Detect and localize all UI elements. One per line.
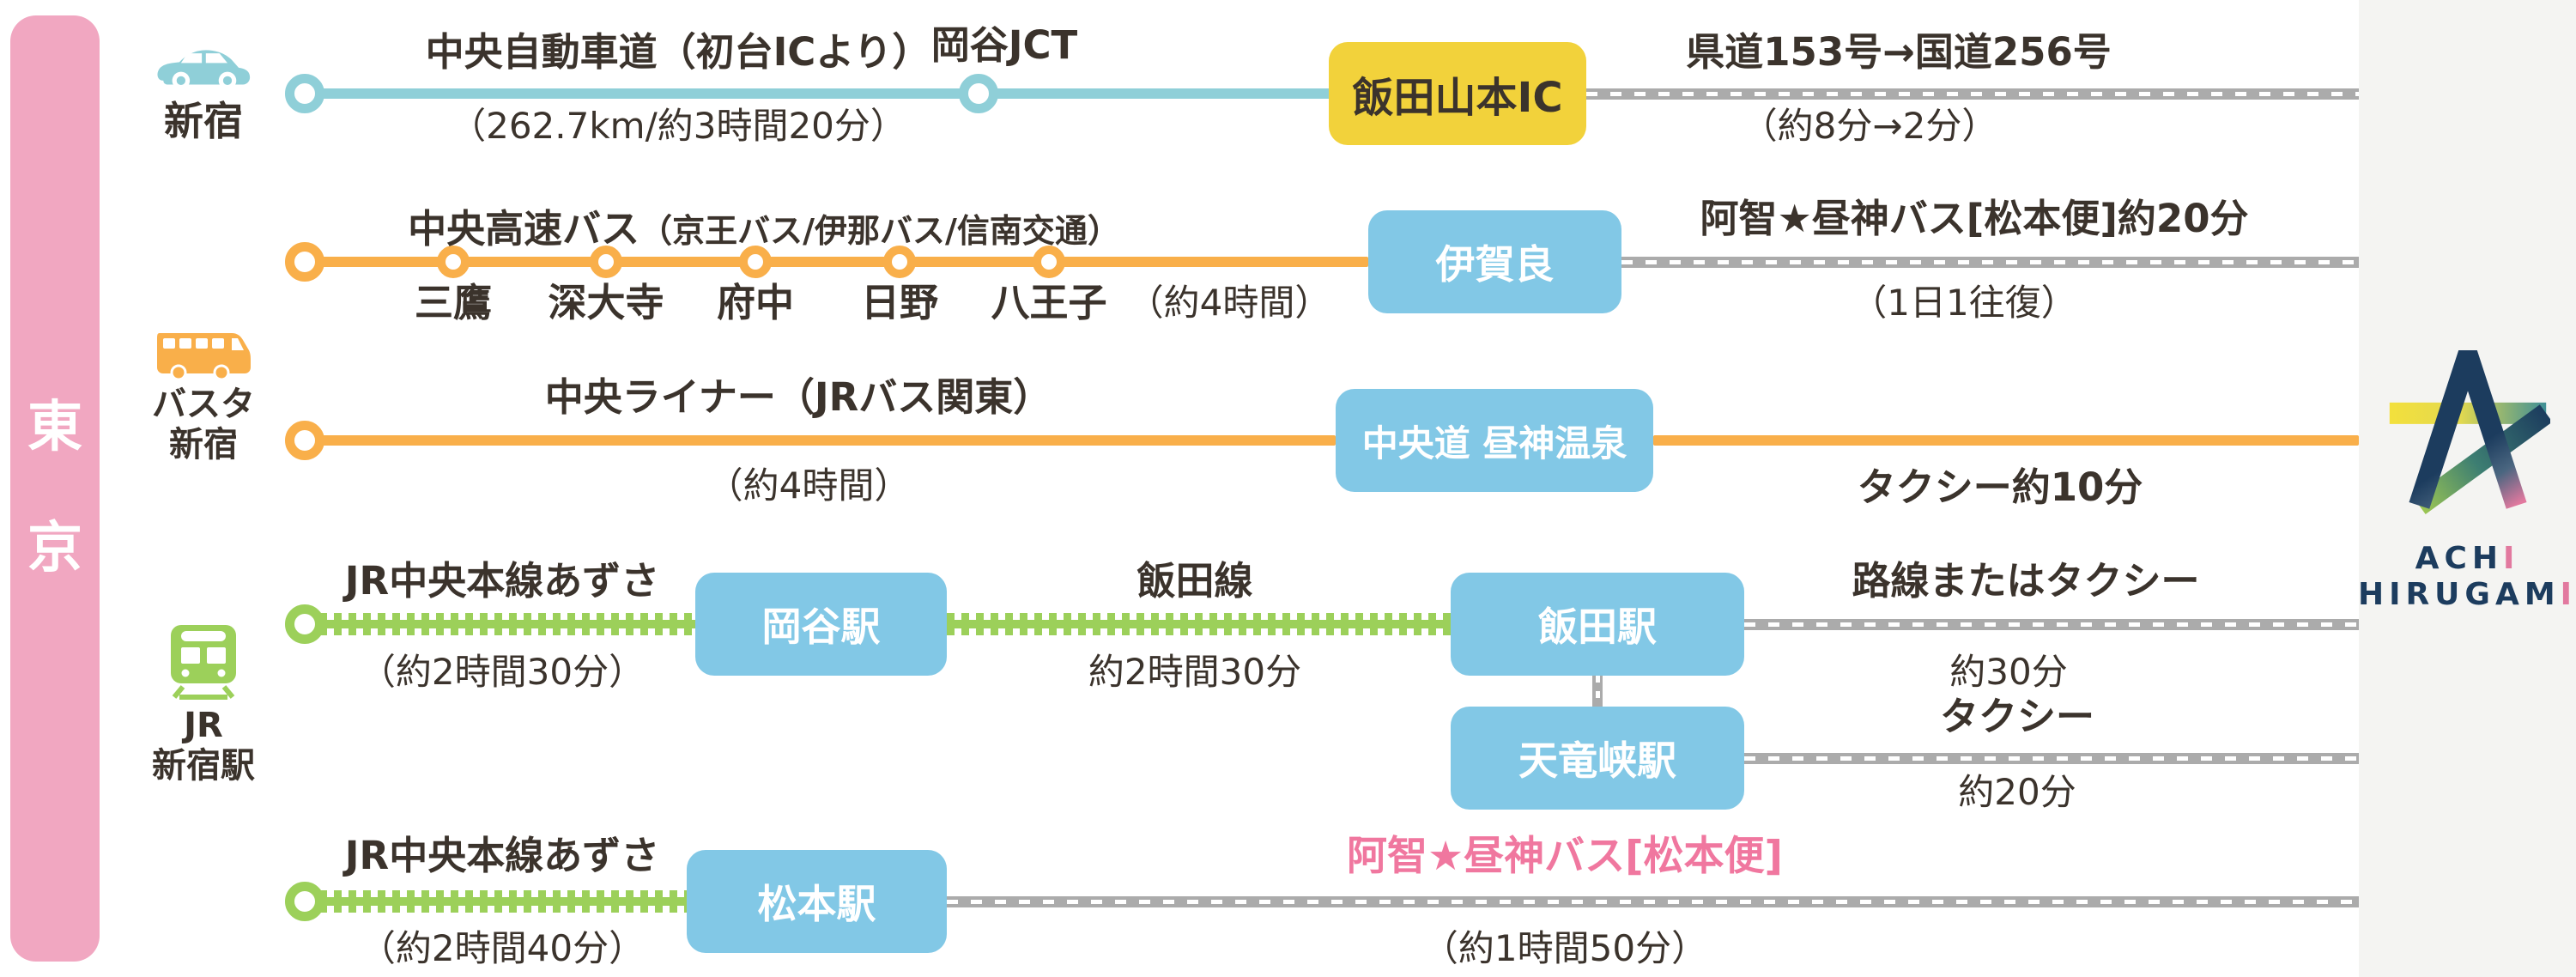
iida-line-duration: 約2時間30分 [1088, 651, 1302, 693]
stop-label-hino: 日野 [860, 280, 939, 325]
highway-bus-line [305, 257, 1368, 267]
stop-label-hachioji: 八王子 [991, 280, 1107, 325]
stop-label-mitaka: 三鷹 [414, 280, 493, 325]
tokyo-origin-bar: 東 京 [10, 15, 100, 962]
expressway-duration: （262.7km/約3時間20分） [450, 105, 906, 147]
hachioji-stop-ring [1033, 246, 1065, 278]
destination-panel: ACHI HIRUGAMI [2358, 0, 2576, 977]
jindaiji-stop-ring [590, 246, 622, 278]
highway-bus-label-operators: （京王バス/伊那バス/信南交通） [639, 212, 1120, 250]
access-duration-iida: 約30分 [1949, 651, 2068, 693]
matsumoto-station-label: 松本駅 [757, 881, 876, 927]
highway-bus-label-main: 中央高速バス [408, 206, 640, 252]
shuttle-bus-note-igara: （1日1往復） [1851, 282, 2077, 324]
logo-hirugami-accent: I [2560, 577, 2576, 613]
hino-stop-ring [883, 246, 916, 278]
logo-hirugami-main: HIRUGAM [2357, 577, 2561, 613]
okaya-station-label: 岡谷駅 [761, 604, 881, 650]
expressway-label: 中央自動車道（初台ICより） [425, 29, 931, 75]
logo-text-hirugami: HIRUGAMI [2358, 577, 2576, 613]
iida-station-box: 飯田駅 [1451, 573, 1744, 676]
chuo-liner-label: 中央ライナー（JRバス関東） [544, 374, 1052, 420]
train-icon [171, 625, 236, 700]
jr-shinjuku-start-ring [285, 604, 324, 644]
shinjuku-start-ring [285, 74, 324, 113]
matsumoto-station-box: 松本駅 [687, 850, 947, 953]
jr-shinjuku-start-ring-matsumoto [285, 882, 324, 921]
azusa-duration-matsumoto: （約2時間40分） [359, 927, 646, 969]
taxi-line-hirugami [1653, 435, 2359, 446]
shuttle-duration-matsumoto: （約1時間50分） [1421, 927, 1708, 969]
fuchu-stop-ring [739, 246, 772, 278]
azusa-label-matsumoto: JR中央本線あずさ [344, 833, 660, 878]
okaya-jct-label: 岡谷JCT [930, 22, 1078, 68]
iida-tenryukyo-connector [1592, 676, 1603, 707]
mitaka-stop-ring [437, 246, 470, 278]
chuodo-hirugami-onsen-box: 中央道 昼神温泉 [1336, 389, 1653, 492]
jr-azusa-rail-line-matsumoto [305, 890, 687, 913]
local-road-dashed-line [1586, 88, 2359, 100]
iida-yamamoto-ic-box: 飯田山本IC [1329, 42, 1586, 145]
access-label-iida: 路線またはタクシー [1852, 558, 2200, 604]
iida-yamamoto-ic-label: 飯田山本IC [1352, 74, 1563, 122]
achi-hirugami-logo: ACHI HIRUGAMI [2358, 350, 2576, 614]
origin-shinjuku-car: 新宿 [155, 41, 252, 144]
stop-label-fuchu: 府中 [716, 280, 795, 325]
chuodo-hirugami-onsen-label: 中央道 昼神温泉 [1361, 422, 1627, 464]
origin-busta-shinjuku-label: バスタ 新宿 [152, 385, 255, 465]
expressway-line [305, 88, 1334, 99]
stop-label-jindaiji: 深大寺 [548, 280, 664, 325]
azusa-duration-okaya: （約2時間30分） [359, 651, 646, 693]
tenryukyo-station-box: 天竜峡駅 [1451, 707, 1744, 810]
iida-line-rail [947, 613, 1451, 635]
highway-bus-duration: （約4時間） [1127, 282, 1331, 324]
origin-jr-shinjuku: JR 新宿駅 [152, 623, 255, 786]
origin-jr-shinjuku-label: JR 新宿駅 [152, 706, 255, 786]
bus-icon [157, 333, 251, 379]
jr-azusa-rail-line [305, 613, 695, 635]
local-road-label: 県道153号→国道256号 [1686, 29, 2112, 75]
logo-achi-main: ACH [2415, 541, 2503, 576]
origin-shinjuku-label: 新宿 [164, 98, 243, 144]
shuttle-bus-dashed-line-igara [1621, 257, 2359, 268]
igara-station-label: 伊賀良 [1435, 241, 1555, 288]
logo-achi-accent: I [2503, 541, 2520, 576]
achi-star-mark [2389, 350, 2550, 514]
tokyo-label: 東 京 [27, 396, 82, 580]
taxi-dashed-line-tenryukyo [1744, 753, 2359, 764]
iida-line-label: 飯田線 [1136, 558, 1253, 604]
access-dashed-line-iida [1744, 619, 2359, 630]
busta-start-ring-liner [285, 421, 324, 460]
taxi-label-tenryukyo: タクシー [1939, 694, 2095, 739]
shuttle-dashed-line-matsumoto [947, 896, 2359, 907]
taxi-10min-label: タクシー約10分 [1857, 464, 2143, 510]
okaya-station-box: 岡谷駅 [695, 573, 947, 676]
tenryukyo-station-label: 天竜峡駅 [1518, 737, 1676, 784]
azusa-label-okaya: JR中央本線あずさ [344, 558, 660, 604]
iida-station-label: 飯田駅 [1538, 604, 1657, 650]
chuo-liner-duration: （約4時間） [706, 464, 911, 507]
highway-bus-label: 中央高速バス（京王バス/伊那バス/信南交通） [408, 197, 1120, 253]
shuttle-bus-label-igara: 阿智★昼神バス[松本便]約20分 [1700, 196, 2249, 241]
car-icon [157, 50, 251, 90]
igara-station-box: 伊賀良 [1368, 210, 1621, 313]
taxi-duration-tenryukyo: 約20分 [1958, 771, 2076, 813]
shuttle-bus-label-matsumoto: 阿智★昼神バス[松本便] [1346, 833, 1784, 880]
local-road-duration: （約8分→2分） [1741, 105, 1998, 147]
chuo-liner-line [305, 435, 1336, 446]
busta-start-ring [285, 242, 324, 282]
logo-text-achi: ACHI [2415, 541, 2520, 577]
origin-busta-shinjuku: バスタ 新宿 [152, 330, 255, 465]
okaya-jct-ring [959, 74, 998, 113]
